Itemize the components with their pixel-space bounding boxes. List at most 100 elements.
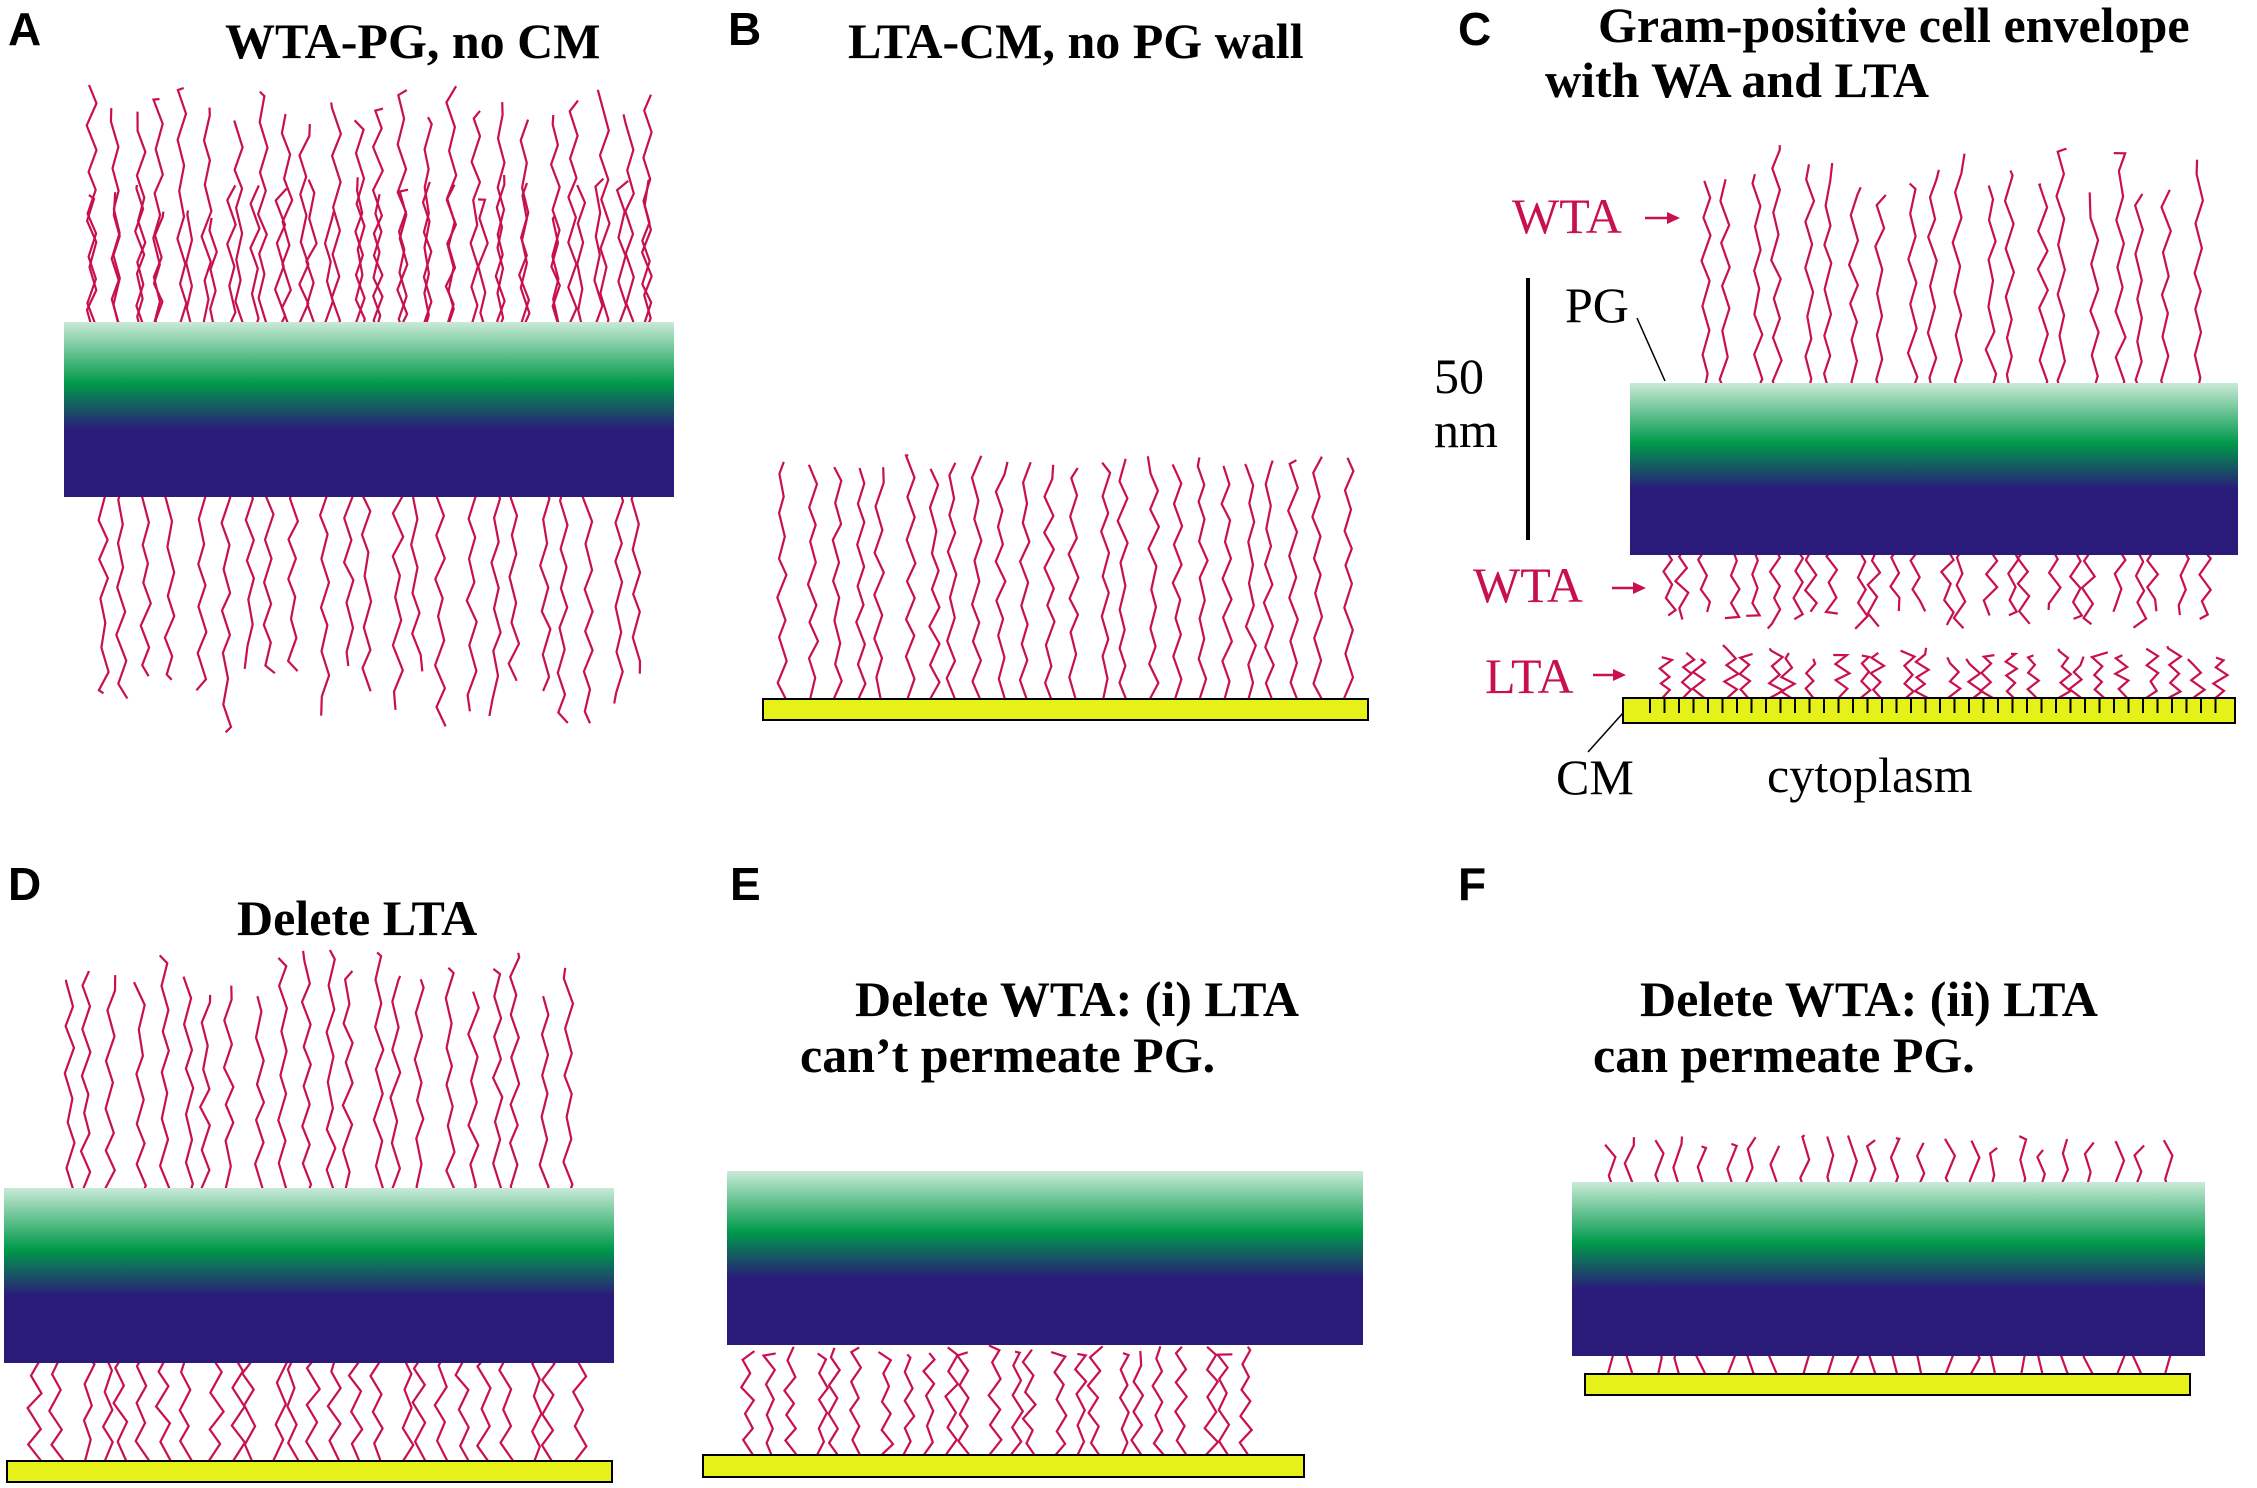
panel-letter-e: E bbox=[730, 858, 761, 910]
lta-chain bbox=[945, 462, 958, 701]
lta-chain bbox=[1118, 1352, 1131, 1457]
wta-chain bbox=[1700, 180, 1712, 401]
lta-chain bbox=[848, 1346, 863, 1457]
lta-chain bbox=[2067, 656, 2085, 699]
wta-chain bbox=[2113, 152, 2127, 401]
wta-chain bbox=[286, 474, 300, 672]
wta-chain bbox=[2080, 544, 2097, 626]
wta-chain bbox=[507, 474, 521, 682]
wta-chain bbox=[1854, 544, 1869, 630]
wta-chain bbox=[1847, 186, 1862, 401]
wta-chain bbox=[2145, 544, 2160, 612]
panel-e-title-line2: can’t permeate PG. bbox=[800, 1027, 1215, 1083]
lta-chain bbox=[1311, 456, 1324, 701]
wta-chain bbox=[1984, 185, 1998, 401]
panel-letter-b: B bbox=[728, 3, 761, 55]
lta-chain bbox=[2112, 654, 2131, 699]
wta-chain bbox=[195, 474, 208, 692]
panel-letter-a: A bbox=[8, 3, 41, 55]
lta-chain bbox=[1767, 647, 1786, 699]
wta-chain bbox=[262, 474, 276, 675]
wta-chain bbox=[63, 979, 76, 1211]
lta-chain bbox=[2026, 654, 2041, 699]
lta-chain bbox=[1690, 658, 1707, 699]
wta-chain bbox=[158, 954, 171, 1211]
lta-chain bbox=[1146, 456, 1161, 701]
lta-chain bbox=[1116, 458, 1129, 701]
wta-chain bbox=[1874, 194, 1887, 401]
wta-chain bbox=[391, 474, 405, 710]
lta-chain bbox=[904, 454, 917, 701]
wta-chain bbox=[151, 97, 164, 346]
cm-leader-line bbox=[1587, 712, 1624, 753]
lta-chain bbox=[1912, 647, 1931, 699]
wta-top-arrow-icon bbox=[1645, 212, 1680, 224]
lta-chain bbox=[2144, 647, 2160, 699]
lta-chain bbox=[1018, 461, 1032, 701]
peptidoglycan-layer-c bbox=[1630, 383, 2238, 555]
lta-chain bbox=[1196, 457, 1209, 701]
wta-chain bbox=[1751, 173, 1764, 401]
lta-chain bbox=[1238, 1346, 1254, 1457]
wta-chain bbox=[1724, 544, 1741, 620]
wta-chain bbox=[2088, 192, 2100, 401]
panel-b-title: LTA-CM, no PG wall bbox=[848, 13, 1304, 69]
wta-chain bbox=[163, 474, 176, 681]
cell-membrane-b bbox=[762, 698, 1369, 721]
panel-d-title: Delete LTA bbox=[237, 890, 477, 946]
wta-chain bbox=[1822, 162, 1834, 401]
lta-chain bbox=[2057, 648, 2073, 699]
wta-chain bbox=[2198, 544, 2213, 620]
wta-chain bbox=[444, 85, 458, 346]
lta-chain bbox=[1342, 457, 1355, 701]
lta-chain bbox=[2003, 652, 2019, 699]
wta-chain bbox=[2133, 193, 2146, 401]
wta-chain bbox=[433, 474, 447, 727]
lta-chain bbox=[1244, 463, 1258, 701]
wta-chain bbox=[444, 967, 456, 1211]
wta-chain bbox=[277, 957, 289, 1211]
wta-chain bbox=[198, 994, 212, 1211]
panel-b: B LTA-CM, no PG wall bbox=[728, 3, 1369, 721]
lta-chain bbox=[1050, 1351, 1068, 1457]
wta-chain bbox=[613, 474, 625, 704]
wta-chain bbox=[491, 968, 504, 1211]
wta-chain bbox=[325, 949, 337, 1211]
lta-chain bbox=[1220, 465, 1234, 701]
peptidoglycan-layer-d bbox=[4, 1188, 614, 1363]
panel-c: C Gram-positive cell envelope with WA an… bbox=[1434, 0, 2238, 805]
wta-chain bbox=[133, 981, 147, 1211]
wta-chain bbox=[465, 474, 478, 712]
peptidoglycan-layer-e bbox=[727, 1171, 1363, 1345]
cm-label: CM bbox=[1556, 749, 1634, 805]
panel-f: F Delete WTA: (ii) LTA can permeate PG. bbox=[1458, 858, 2205, 1396]
lta-chain bbox=[1073, 1352, 1088, 1457]
wta-chain bbox=[539, 474, 552, 692]
wta-chain bbox=[300, 950, 313, 1211]
wta-chain bbox=[389, 975, 402, 1211]
lta-chain bbox=[1680, 651, 1696, 699]
wta-chain bbox=[1866, 544, 1882, 628]
wta-chain bbox=[97, 474, 110, 695]
wta-chain bbox=[104, 975, 117, 1211]
wta-chain bbox=[135, 111, 147, 346]
lta-chain bbox=[877, 1351, 895, 1457]
wta-chain bbox=[562, 967, 575, 1211]
wta-chain bbox=[1926, 169, 1940, 401]
wta-chain bbox=[581, 474, 594, 724]
wta-chain bbox=[371, 107, 385, 346]
wta-chain bbox=[79, 970, 92, 1211]
panel-e: E Delete WTA: (i) LTA can’t permeate PG. bbox=[702, 858, 1363, 1478]
wta-chain bbox=[469, 110, 482, 346]
wta-chain bbox=[2036, 183, 2050, 401]
lta-chain bbox=[1086, 1345, 1104, 1457]
wta-chain bbox=[85, 84, 98, 346]
panel-d: D Delete LTA bbox=[4, 858, 614, 1483]
lta-chain bbox=[1009, 1350, 1025, 1457]
lta-chain bbox=[1215, 1353, 1233, 1457]
lta-chain bbox=[2166, 645, 2183, 699]
wta-chain bbox=[330, 102, 343, 346]
wta-chain bbox=[488, 474, 502, 717]
cell-membrane-f bbox=[1584, 1373, 2191, 1396]
lta-chain bbox=[739, 1350, 756, 1457]
